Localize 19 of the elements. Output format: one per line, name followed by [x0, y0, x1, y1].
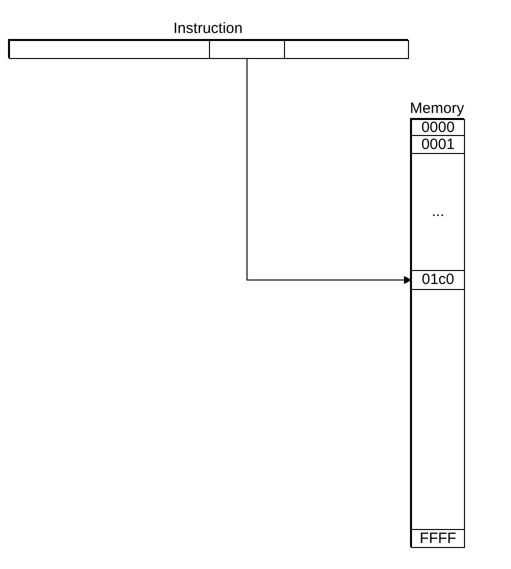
memory-cell — [411, 119, 465, 136]
cell-address: ... — [430, 204, 446, 220]
instruction-field — [9, 40, 210, 59]
cell-address: 01c0 — [420, 272, 456, 288]
memory-column — [410, 118, 464, 547]
instruction-field — [284, 40, 409, 59]
cell-address: 0000 — [420, 120, 456, 136]
instruction-bar — [8, 39, 408, 58]
memory-cell — [411, 270, 465, 290]
cell-address: FFFF — [418, 530, 458, 546]
cell-address: 0001 — [420, 136, 456, 152]
instruction-field — [209, 40, 285, 59]
memory-cell — [411, 135, 465, 154]
arrow — [246, 58, 412, 284]
memory-cell — [411, 289, 465, 530]
heading: Memory — [408, 100, 466, 118]
memory-cell — [411, 529, 465, 548]
memory-cell — [411, 153, 465, 271]
heading: Instruction — [172, 20, 244, 38]
